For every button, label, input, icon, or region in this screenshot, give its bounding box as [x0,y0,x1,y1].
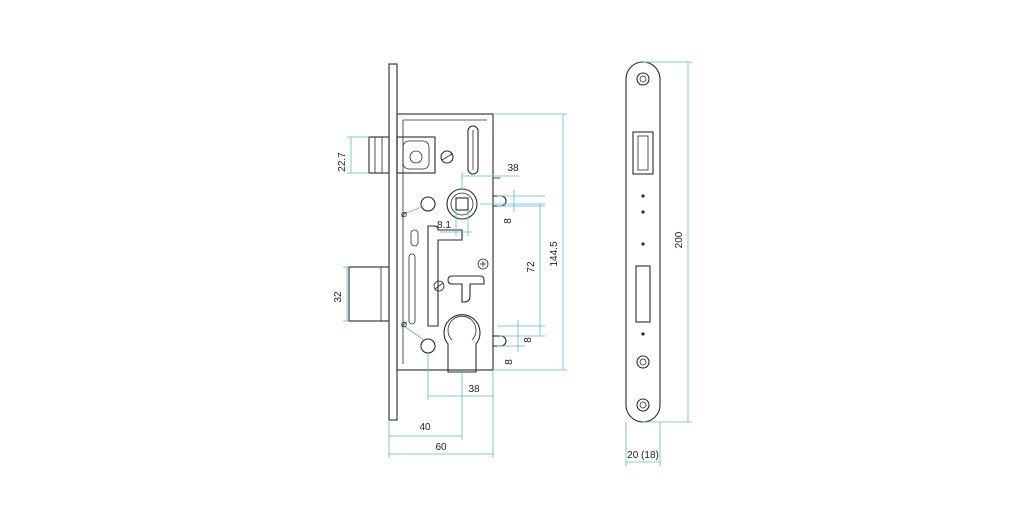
forend-dot [641,210,645,214]
dim-top-gap: 8 [503,218,514,224]
front-view-dimensions: 22.7 32 38 8 8.1 ⌀ ⌀ 72 144.5 [333,113,567,458]
guide-slot [467,125,479,175]
dim-height-mid: 144.5 [549,241,560,266]
dim-follower-offset: 38 [507,163,519,174]
dead-bolt [368,136,436,174]
forend-plate-side [388,63,398,421]
forend-screw-hole-bottom [636,398,650,412]
dim-center-distance: 72 [526,261,537,273]
lock-body-front-view [348,63,507,421]
dim-case-width: 60 [435,442,447,453]
dim-bottom-offset: 38 [468,384,480,395]
pin [433,280,445,292]
latch-bolt [348,266,390,322]
lower-fixing-hole [420,338,436,354]
forend-dot [641,332,645,336]
dim-bolt-height: 22.7 [337,152,348,172]
screw [440,150,454,164]
lock-case [396,113,494,371]
notch-upper [493,195,507,207]
diameter-symbol-lower: ⌀ [401,319,407,330]
side-view-dimensions: 200 20 (18) [625,61,692,466]
forend-dot [641,194,645,198]
dim-latch-height: 32 [333,291,344,303]
dim-forend-length: 200 [674,231,685,248]
forend-latch-opening [635,265,651,323]
dim-cyl-gap-upper: 8 [523,337,534,343]
forend-dot [641,242,645,246]
dim-forend-width: 20 (18) [627,450,659,461]
dim-backset: 40 [419,422,431,433]
forend-bolt-opening [632,131,654,175]
pin [477,258,489,270]
lever-arm [427,225,463,327]
upper-fixing-hole [420,196,436,212]
forend-screw-hole-top [636,72,650,86]
diameter-symbol-upper: ⌀ [401,209,407,220]
dim-cyl-gap-lower: 8 [504,359,515,365]
forend-side-view [625,61,661,423]
forend-screw-hole-lower [636,355,650,369]
follower-hub [446,188,478,220]
dim-square-spindle: 8.1 [437,220,451,231]
notch-lower [493,335,507,347]
cylinder-opening [443,314,481,373]
cam [447,275,485,303]
